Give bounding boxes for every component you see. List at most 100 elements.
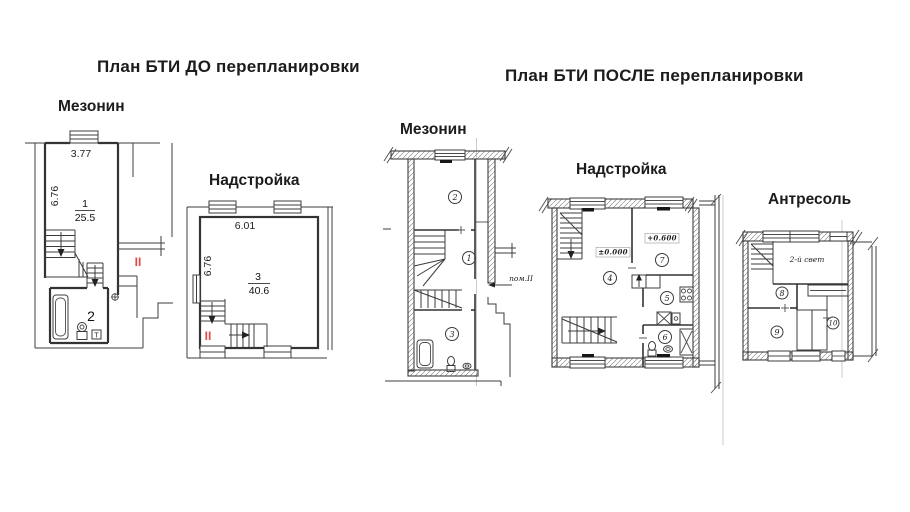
svg-text:1: 1 <box>82 198 88 210</box>
wardrobe <box>807 284 849 297</box>
right-wall <box>847 240 854 361</box>
stove-icon <box>679 286 694 303</box>
dim-width: 3.77 <box>71 148 92 160</box>
closet <box>631 274 661 289</box>
right-passage <box>118 236 165 318</box>
room-circle-3: 3 <box>445 327 459 341</box>
after-antresol-floorplan: 2-й свет 8 9 10 <box>735 220 879 378</box>
room-circle-5: 5 <box>660 291 674 305</box>
svg-text:2: 2 <box>451 193 457 202</box>
svg-text:1: 1 <box>466 254 471 263</box>
right-step-contour <box>487 297 511 377</box>
closet <box>796 309 828 351</box>
after-title: План БТИ ПОСЛЕ перепланировки <box>505 66 804 85</box>
svg-text:25.5: 25.5 <box>75 212 96 224</box>
top-windows <box>569 196 684 212</box>
outer-contour <box>25 142 173 349</box>
dim-height: 6.76 <box>49 186 61 207</box>
bathtub-icon <box>52 294 69 340</box>
second-light-label: 2-й свет <box>789 255 825 264</box>
left-wall <box>742 240 749 361</box>
svg-text:4: 4 <box>606 274 612 283</box>
left-wall <box>551 207 558 368</box>
right-wall-stub <box>495 243 516 258</box>
room-circle-2: 2 <box>448 190 462 204</box>
room-1-fraction-label: 1 25.5 <box>75 198 96 224</box>
room-circle-6: 6 <box>658 330 672 344</box>
right-wall <box>487 158 496 284</box>
svg-text:5: 5 <box>664 294 669 303</box>
room-circle-1: 1 <box>462 251 476 265</box>
room-1-walls <box>43 141 120 295</box>
room-circle-7: 7 <box>655 253 669 267</box>
svg-text:10: 10 <box>829 320 838 328</box>
elevation-plus: +0.600 <box>644 233 680 244</box>
room-circle-4: 4 <box>603 271 617 285</box>
dim-width: 6.01 <box>235 220 256 232</box>
svg-text:9: 9 <box>774 328 779 337</box>
before-nadstroika-label: Надстройка <box>209 172 300 189</box>
room-2-walls <box>48 286 110 345</box>
toilet-icon <box>76 322 88 340</box>
right-wall <box>692 207 700 368</box>
stairs <box>200 299 268 347</box>
after-nadstroika-label: Надстройка <box>576 161 667 178</box>
shower-icon <box>679 328 694 356</box>
bottom-windows <box>199 345 292 359</box>
svg-text:3: 3 <box>255 271 261 283</box>
pom-2-label: пом.II <box>488 274 534 288</box>
bathtub-icon <box>416 339 434 369</box>
stairs-lower <box>561 316 618 344</box>
winder-stairs <box>413 230 463 309</box>
outer-contour <box>186 206 333 359</box>
after-nadstroika-floorplan: 4 7 5 6 ±0.000 +0.600 <box>538 193 724 445</box>
bottom-windows <box>767 350 846 362</box>
washer-icon <box>656 311 681 326</box>
svg-text:7: 7 <box>659 256 665 265</box>
stairs-upper <box>45 229 89 278</box>
stairs-lower <box>86 262 104 288</box>
before-mezzanine-floorplan: II Т 3.77 6.76 1 <box>25 130 173 349</box>
svg-text:3: 3 <box>449 330 454 339</box>
before-mezzanine-label: Мезонин <box>58 98 125 115</box>
room-circle-8: 8 <box>775 286 789 300</box>
svg-text:пом.II: пом.II <box>509 274 534 283</box>
sink-icon <box>462 362 472 370</box>
top-window <box>69 130 99 144</box>
after-antresol-label: Антресоль <box>768 191 852 208</box>
stairs <box>750 241 774 284</box>
section-mark-II: II <box>135 255 142 269</box>
stairs-upper <box>557 208 583 260</box>
neighbor-wall <box>699 195 720 389</box>
svg-text:6: 6 <box>662 333 667 342</box>
top-windows <box>762 230 848 243</box>
svg-text:Т: Т <box>94 333 99 340</box>
bottom-windows <box>569 354 684 369</box>
after-mezzanine-floorplan: 2 1 3 пом.II <box>383 138 534 386</box>
after-mezzanine-label: Мезонин <box>400 121 467 138</box>
top-wall <box>547 198 694 209</box>
left-window <box>192 274 201 304</box>
inner-walls <box>414 159 488 370</box>
survey-mark-icon <box>111 293 119 301</box>
section-mark-II: II <box>205 329 212 343</box>
top-window <box>434 149 466 163</box>
room-2-number: 2 <box>87 308 95 324</box>
inner-walls <box>748 283 848 319</box>
bottom-wall <box>551 357 700 368</box>
toilet-icon <box>446 356 456 372</box>
before-title: План БТИ ДО перепланировки <box>97 57 360 76</box>
room-circle-9: 9 <box>770 325 784 339</box>
heater-box: Т <box>91 329 102 340</box>
toilet-icon <box>647 341 657 357</box>
room-3-fraction-label: 3 40.6 <box>248 271 270 297</box>
svg-text:+0.600: +0.600 <box>647 234 677 243</box>
room-circle-10: 10 <box>826 316 840 330</box>
before-nadstroika-floorplan: II 6.01 6.76 3 40.6 <box>186 200 333 359</box>
neighbor-wall <box>853 241 877 357</box>
svg-text:40.6: 40.6 <box>249 285 270 297</box>
bottom-wall <box>407 369 479 377</box>
top-windows <box>208 200 302 214</box>
elevation-zero: ±0.000 <box>595 247 631 258</box>
